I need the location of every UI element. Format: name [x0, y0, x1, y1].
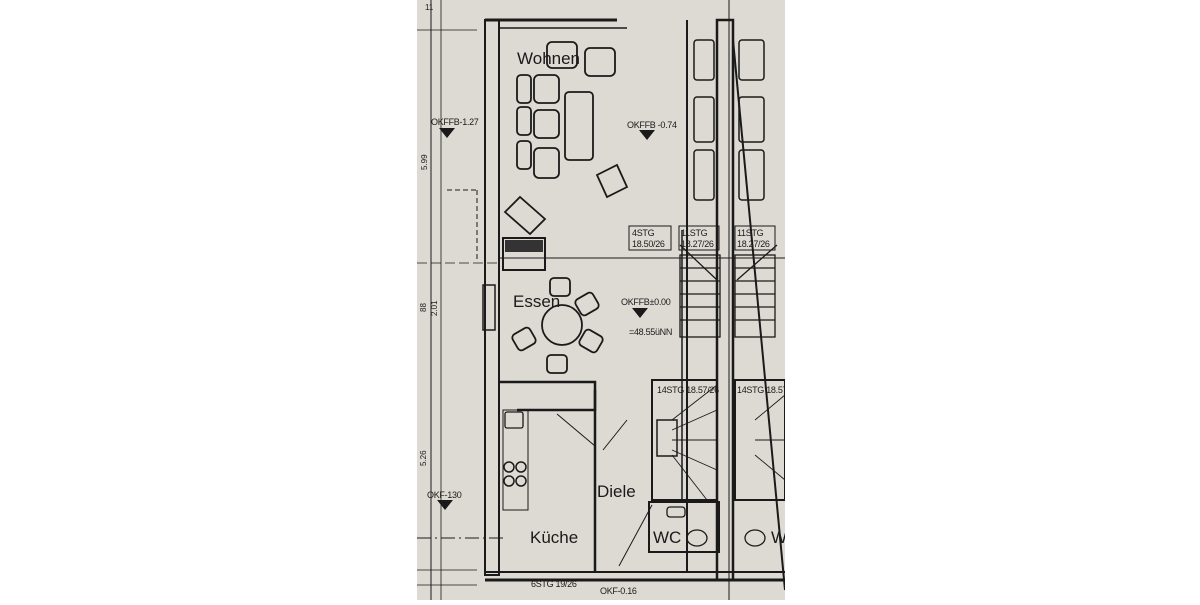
room-label-wohnen: Wohnen [517, 49, 580, 68]
dimension-label: 5.99 [420, 154, 429, 170]
room-label-wc-neighbor: W [771, 528, 785, 547]
stair-label: 18.27/26 [681, 239, 714, 249]
armchair [503, 195, 547, 236]
stair-label: 18.27/26 [737, 239, 770, 249]
level-marker [437, 128, 655, 510]
window [482, 284, 496, 331]
stair-label: 18.50/26 [632, 239, 665, 249]
level-entrance: OKF-0.16 [600, 586, 637, 596]
level-dining-nn: =48.55üNN [629, 327, 672, 337]
exterior-wall-left [484, 19, 500, 576]
stair-label: 6STG 19/26 [531, 579, 577, 589]
stair-label: 4STG [632, 228, 655, 238]
dimension-label: 2.01 [430, 300, 439, 316]
party-wall [715, 18, 735, 582]
stove [503, 461, 527, 487]
kitchen-wall [499, 380, 597, 412]
staircase [679, 244, 778, 338]
armchair [595, 163, 629, 199]
stair-label: 11STG [681, 228, 708, 238]
level-living: OKFFB -0.74 [627, 120, 677, 130]
coffee-table [564, 91, 594, 161]
stair-label: 11STG [737, 228, 764, 238]
stair-label: 14STG 18.57/26 [737, 385, 785, 395]
dimension-label: 88 [419, 303, 428, 312]
sofa [516, 41, 616, 179]
washbasin [666, 506, 686, 518]
dimension-label: 11 [425, 3, 434, 12]
room-label-essen: Essen [513, 292, 560, 311]
level-outside-left: OKFFB-1.27 [431, 117, 479, 127]
room-label-kueche: Küche [530, 528, 578, 547]
dimension-label: 5.26 [419, 450, 428, 466]
dining-chair [511, 277, 604, 374]
floor-plan: Wohnen Essen Diele Küche WC W OKFFB-1.27… [417, 0, 799, 600]
level-outside-bottom: OKF-130 [427, 490, 462, 500]
wc-room [648, 501, 720, 553]
floor-plan-drawing: Wohnen Essen Diele Küche WC W OKFFB-1.27… [417, 0, 799, 600]
dining-table [541, 304, 583, 346]
sink [504, 411, 524, 429]
room-label-wc: WC [653, 528, 681, 547]
level-dining: OKFFB±0.00 [621, 297, 671, 307]
stair-label: 14STG 18.57/26 [657, 385, 719, 395]
fireplace [502, 237, 546, 271]
room-label-diele: Diele [597, 482, 636, 501]
door-swing [556, 413, 596, 447]
toilet [686, 529, 708, 547]
